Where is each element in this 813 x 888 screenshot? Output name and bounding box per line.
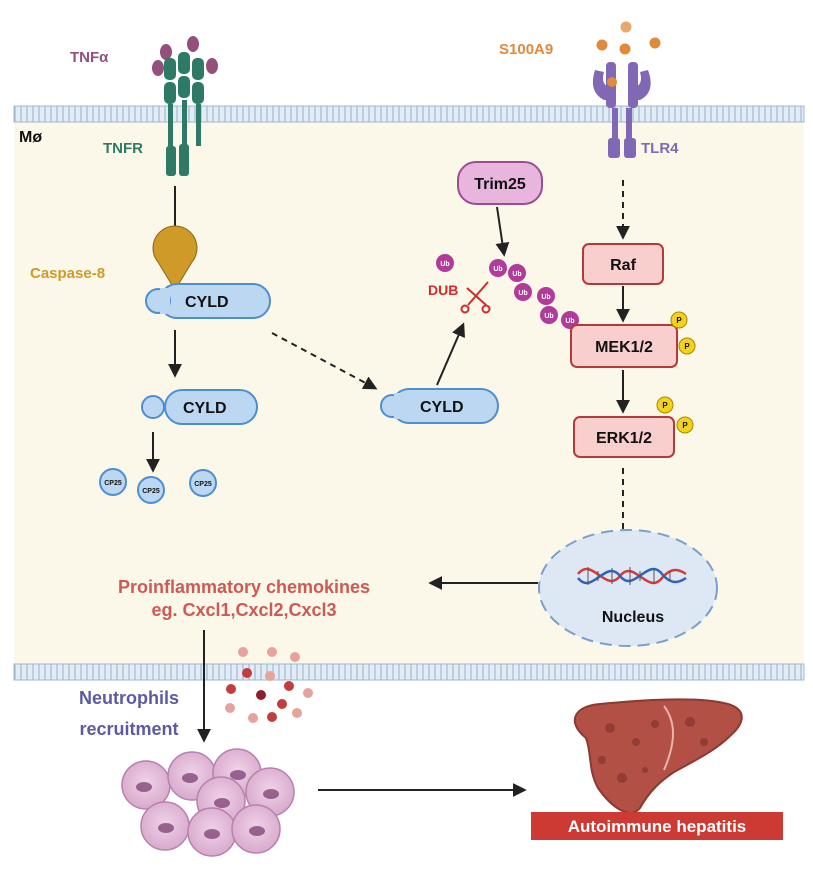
chemokines-line1: Proinflammatory chemokines xyxy=(118,577,370,597)
mek-label: MEK1/2 xyxy=(595,339,653,356)
cyld-intact xyxy=(145,283,271,319)
mek-p-label-1: P xyxy=(676,316,682,325)
tnfr-receptor xyxy=(164,52,204,176)
neutrophil-cluster xyxy=(121,748,295,857)
ubiquitin-chain xyxy=(489,259,579,329)
erk-phospho-2 xyxy=(676,416,694,434)
trim25-box xyxy=(457,161,543,205)
tlr4-receptor xyxy=(592,62,651,158)
neutrophils-line2: recruitment xyxy=(79,719,178,739)
svg-text:Ub: Ub xyxy=(541,294,550,301)
raf-label: Raf xyxy=(610,257,636,274)
cp25-fragments xyxy=(99,468,217,504)
erk-label: ERK1/2 xyxy=(596,430,652,447)
nucleus-label: Nucleus xyxy=(602,609,664,626)
erk-phospho-1 xyxy=(656,396,674,414)
mek-box xyxy=(570,324,678,368)
tnfa-ligands xyxy=(152,36,218,76)
tnfa-label: TNFα xyxy=(70,49,109,66)
cyld-intact-label: CYLD xyxy=(185,294,229,311)
arrow-cyld-translocation xyxy=(271,332,378,390)
arrow-trim25-to-ub xyxy=(495,206,510,257)
liver-lobe-line xyxy=(663,705,674,771)
cyld-cleaved-label: CYLD xyxy=(183,400,227,417)
ub-labels: Ub Ub Ub Ub Ub Ub xyxy=(493,266,574,325)
erk-box xyxy=(573,416,675,458)
cyld-cleaved xyxy=(141,389,258,425)
s100a9-bound xyxy=(607,77,617,87)
cp25-label-2: CP25 xyxy=(142,488,160,495)
dub-label: DUB xyxy=(428,282,458,298)
liver-spots xyxy=(598,717,708,783)
arrow-cyld-to-dub xyxy=(436,322,465,386)
svg-text:Ub: Ub xyxy=(493,266,502,273)
cp25-label-1: CP25 xyxy=(104,480,122,487)
s100a9-ligands xyxy=(596,21,661,87)
erk-p-label-2: P xyxy=(682,421,688,430)
chemokines-line2: eg. Cxcl1,Cxcl2,Cxcl3 xyxy=(151,600,336,620)
svg-text:Ub: Ub xyxy=(544,313,553,320)
nucleus xyxy=(538,529,718,647)
trim25-label: Trim25 xyxy=(474,176,526,193)
bottom-membrane xyxy=(13,663,805,681)
chemokine-particles xyxy=(225,647,313,723)
scissors-icon xyxy=(460,281,491,314)
tnfr-label: TNFR xyxy=(103,140,143,157)
cp25-label-3: CP25 xyxy=(194,481,212,488)
caspase8-label: Caspase-8 xyxy=(30,265,105,282)
neutrophil-nuclei xyxy=(136,770,279,839)
mek-p-label-2: P xyxy=(684,342,690,351)
caspase8-icon xyxy=(152,225,198,291)
svg-text:Ub: Ub xyxy=(518,290,527,297)
svg-text:Ub: Ub xyxy=(512,271,521,278)
free-ub-label: Ub xyxy=(440,261,449,268)
liver-icon xyxy=(573,698,743,814)
erk-p-label-1: P xyxy=(662,401,668,410)
s100a9-label: S100A9 xyxy=(499,41,553,58)
svg-text:Ub: Ub xyxy=(565,318,574,325)
neutrophils-line1: Neutrophils xyxy=(79,688,179,708)
hepatitis-label: Autoimmune hepatitis xyxy=(568,817,747,836)
cell-label: Mø xyxy=(19,129,42,146)
tlr4-label: TLR4 xyxy=(641,140,679,157)
free-ub xyxy=(436,254,454,272)
mek-phospho-2 xyxy=(678,337,696,355)
raf-box xyxy=(582,243,664,285)
cyld-free-label: CYLD xyxy=(420,399,464,416)
hepatitis-banner xyxy=(531,812,783,840)
top-membrane xyxy=(13,105,805,123)
cyld-free xyxy=(380,388,499,424)
mek-phospho-1 xyxy=(670,311,688,329)
dna-icon xyxy=(577,567,687,585)
